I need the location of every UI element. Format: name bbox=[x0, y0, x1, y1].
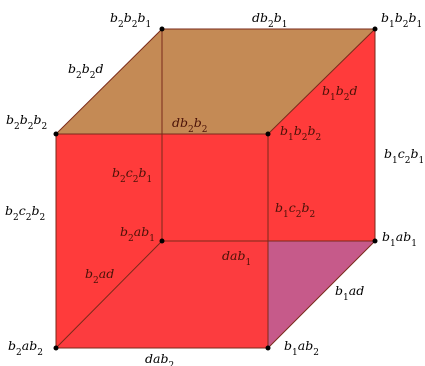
vertex-dot-bottom-front-left bbox=[53, 345, 59, 351]
vertex-label-top-back-left: b2b2b1 bbox=[110, 10, 151, 30]
edge-lines bbox=[55, 28, 376, 349]
vertex-dots bbox=[53, 26, 378, 351]
vertex-label-bottom-back-right: b1ab1 bbox=[382, 229, 417, 249]
vertex-label-top-back-right: b1b2b1 bbox=[381, 10, 422, 30]
vertex-label-top-front-left: b2b2b2 bbox=[6, 112, 47, 132]
vertex-label-bottom-front-right: b1ab2 bbox=[284, 338, 319, 358]
vertex-dot-top-front-left bbox=[53, 131, 59, 137]
edge-label-bottom-front: dab2 bbox=[145, 351, 174, 366]
edge-label-top-right: b1b2d bbox=[322, 83, 358, 103]
vertex-dot-bottom-front-right bbox=[265, 345, 271, 351]
edge-top-right bbox=[267, 28, 376, 135]
edge-label-vert-back-right: b1c2b1 bbox=[384, 146, 424, 166]
edge-label-vert-back-left: b2c2b1 bbox=[112, 165, 152, 185]
edge-label-vert-front-left: b2c2b2 bbox=[5, 203, 45, 223]
vertex-label-bottom-back-left: b2ab1 bbox=[120, 224, 155, 244]
edge-label-top-left: b2b2d bbox=[68, 61, 104, 81]
edge-bottom-right bbox=[267, 240, 376, 349]
vertex-label-bottom-front-left: b2ab2 bbox=[8, 338, 43, 358]
edge-label-top-front: db2b2 bbox=[172, 115, 208, 135]
edge-bottom-left bbox=[55, 240, 163, 349]
edge-label-top-back: db2b1 bbox=[252, 10, 288, 30]
vertex-dot-top-back-right bbox=[372, 26, 378, 32]
edge-label-bottom-back: dab1 bbox=[222, 248, 251, 268]
edge-label-vert-front-right: b1c2b2 bbox=[275, 200, 315, 220]
vertex-dot-bottom-back-right bbox=[372, 238, 378, 244]
edge-label-bottom-right: b1ad bbox=[335, 283, 364, 303]
vertex-dot-top-back-left bbox=[159, 26, 165, 32]
vertex-dot-bottom-back-left bbox=[159, 238, 165, 244]
vertex-label-top-front-right: b1b2b2 bbox=[280, 123, 321, 143]
vertex-dot-top-front-right bbox=[265, 131, 271, 137]
edge-top-left bbox=[55, 28, 163, 135]
edge-label-bottom-left: b2ad bbox=[85, 266, 114, 286]
